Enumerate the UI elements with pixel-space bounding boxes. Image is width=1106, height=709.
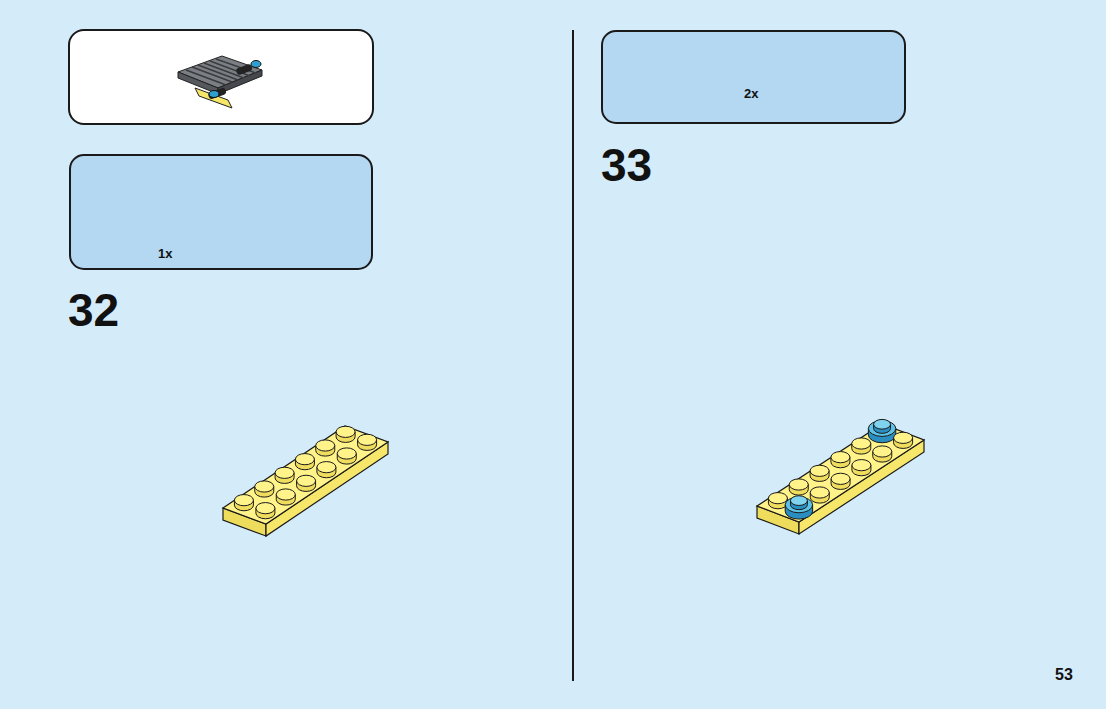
page-number: 53: [1055, 667, 1073, 683]
step-number: 32: [68, 287, 119, 333]
plate-2x6: [757, 419, 924, 534]
step-number: 33: [601, 142, 652, 188]
submodel-box: [69, 30, 373, 124]
quantity-label: 2x: [744, 86, 758, 101]
quantity-label: 1x: [158, 246, 172, 261]
parts-list-box: 2x: [601, 30, 906, 124]
parts-list-box: 1x: [69, 154, 373, 270]
submodel-icon: [178, 56, 262, 108]
divider-line: [572, 30, 574, 681]
plate-2x6: [223, 426, 388, 536]
